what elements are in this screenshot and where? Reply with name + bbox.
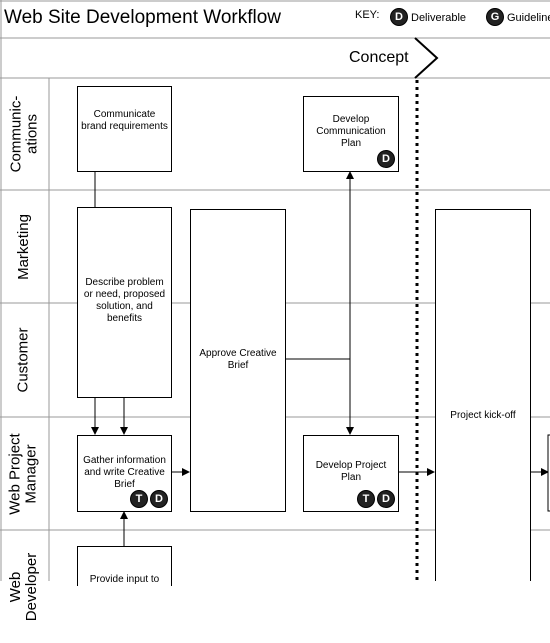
lane-label-web-developer: Web Developer bbox=[7, 552, 40, 621]
task-communicate-brand: Communicate brand requirements bbox=[77, 86, 172, 172]
task-gather-information-text: Gather information and write Creative Br… bbox=[83, 455, 166, 490]
task-gather-information: Gather information and write Creative Br… bbox=[77, 435, 172, 512]
deliverable-badge-icon: D bbox=[377, 150, 395, 168]
diagram-title: Web Site Development Workflow bbox=[4, 7, 282, 28]
task-develop-comm-plan: Develop Communication Plan D bbox=[303, 96, 399, 172]
task-describe-problem-text: Describe problem or need, proposed solut… bbox=[83, 277, 166, 324]
lane-label-marketing: Marketing bbox=[15, 213, 33, 280]
key-deliverable-label: Deliverable bbox=[411, 12, 467, 24]
task-gather-information-badges: T D bbox=[130, 490, 168, 508]
phase-label: Concept bbox=[349, 49, 409, 66]
task-describe-problem: Describe problem or need, proposed solut… bbox=[77, 207, 172, 398]
task-develop-project-plan-text: Develop Project Plan bbox=[315, 460, 387, 483]
task-approve-creative-brief: Approve Creative Brief bbox=[190, 209, 286, 512]
key-guideline-label: Guideline bbox=[507, 12, 550, 24]
task-provide-input: Provide input to bbox=[77, 546, 172, 586]
lane-label-web-project-manager: Web Project Manager bbox=[7, 432, 40, 515]
task-develop-comm-plan-text: Develop Communication Plan bbox=[316, 114, 386, 149]
lane-web-project-manager: Web Project Manager bbox=[0, 417, 48, 530]
task-project-kickoff-text: Project kick-off bbox=[450, 410, 516, 421]
key-label: KEY: bbox=[355, 9, 380, 21]
phase-chevron bbox=[414, 37, 439, 79]
lane-label-communications: Communic- ations bbox=[7, 95, 40, 173]
lane-customer: Customer bbox=[0, 303, 48, 417]
guideline-badge-icon: G bbox=[486, 8, 504, 26]
lane-communications: Communic- ations bbox=[0, 78, 48, 190]
deliverable-badge-icon: D bbox=[390, 8, 408, 26]
task-approve-creative-brief-text: Approve Creative Brief bbox=[199, 348, 277, 371]
deliverable-badge-icon: D bbox=[377, 490, 395, 508]
next-task-box-partial bbox=[547, 434, 550, 512]
lane-label-customer: Customer bbox=[15, 327, 32, 393]
template-badge-icon: T bbox=[130, 490, 148, 508]
task-develop-comm-plan-badges: D bbox=[377, 150, 395, 168]
lane-marketing: Marketing bbox=[0, 190, 48, 303]
task-provide-input-text: Provide input to bbox=[89, 574, 160, 585]
deliverable-badge-icon: D bbox=[150, 490, 168, 508]
task-develop-project-plan: Develop Project Plan T D bbox=[303, 435, 399, 512]
template-badge-icon: T bbox=[357, 490, 375, 508]
lane-web-developer: Web Developer bbox=[0, 530, 48, 643]
task-develop-project-plan-badges: T D bbox=[357, 490, 395, 508]
task-communicate-brand-text: Communicate brand requirements bbox=[81, 109, 168, 132]
task-project-kickoff: Project kick-off bbox=[435, 209, 531, 581]
